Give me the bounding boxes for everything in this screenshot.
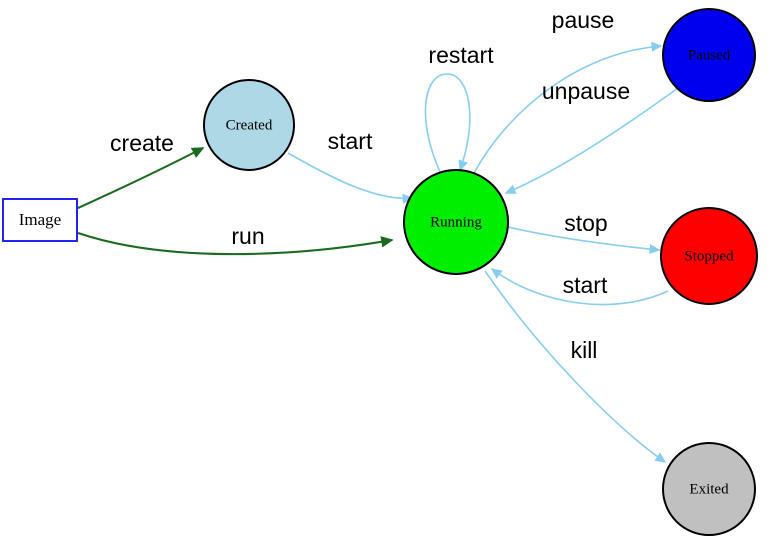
edge-stop: stop — [507, 210, 661, 255]
node-exited[interactable]: Exited — [662, 442, 756, 536]
node-paused[interactable]: Paused — [662, 8, 756, 102]
edge-path-create — [77, 147, 205, 209]
edge-label-start-created: start — [328, 128, 373, 154]
edge-path-start-created — [287, 152, 414, 204]
node-created-circle[interactable] — [203, 79, 295, 171]
edge-start-stopped: start — [490, 268, 669, 306]
edge-label-run: run — [231, 223, 264, 249]
node-exited-circle[interactable] — [662, 442, 756, 536]
node-created[interactable]: Created — [203, 79, 295, 171]
edge-run: run — [77, 223, 394, 256]
edge-path-kill — [484, 270, 667, 463]
edge-label-kill: kill — [571, 337, 598, 363]
edges-layer: create run start restart pause unpause — [77, 7, 679, 463]
edge-label-stop: stop — [564, 210, 607, 236]
node-running-circle[interactable] — [403, 169, 509, 275]
edge-label-start-stopped: start — [563, 272, 608, 298]
node-paused-circle[interactable] — [662, 8, 756, 102]
edge-create: create — [77, 130, 205, 209]
edge-label-create: create — [110, 130, 174, 156]
node-image-box[interactable] — [2, 198, 78, 242]
edge-label-restart: restart — [428, 42, 494, 68]
edge-unpause: unpause — [504, 78, 679, 194]
edge-start-created: start — [287, 128, 414, 204]
edge-label-unpause: unpause — [542, 78, 630, 104]
node-running[interactable]: Running — [403, 169, 509, 275]
edge-path-restart — [424, 73, 471, 173]
edge-path-run — [77, 232, 394, 256]
edge-path-pause — [473, 41, 663, 174]
edge-path-stop — [507, 226, 661, 255]
edge-path-start-stopped — [490, 268, 669, 306]
node-stopped[interactable]: Stopped — [660, 207, 758, 305]
nodes-layer: Image Created Running Paused Stopped Exi — [2, 8, 758, 536]
edge-kill: kill — [484, 270, 667, 463]
node-image[interactable]: Image — [2, 198, 78, 242]
edge-restart: restart — [424, 42, 494, 173]
edge-path-unpause — [504, 87, 679, 194]
edge-pause: pause — [473, 7, 663, 174]
edge-label-pause: pause — [552, 7, 615, 33]
node-stopped-circle[interactable] — [660, 207, 758, 305]
